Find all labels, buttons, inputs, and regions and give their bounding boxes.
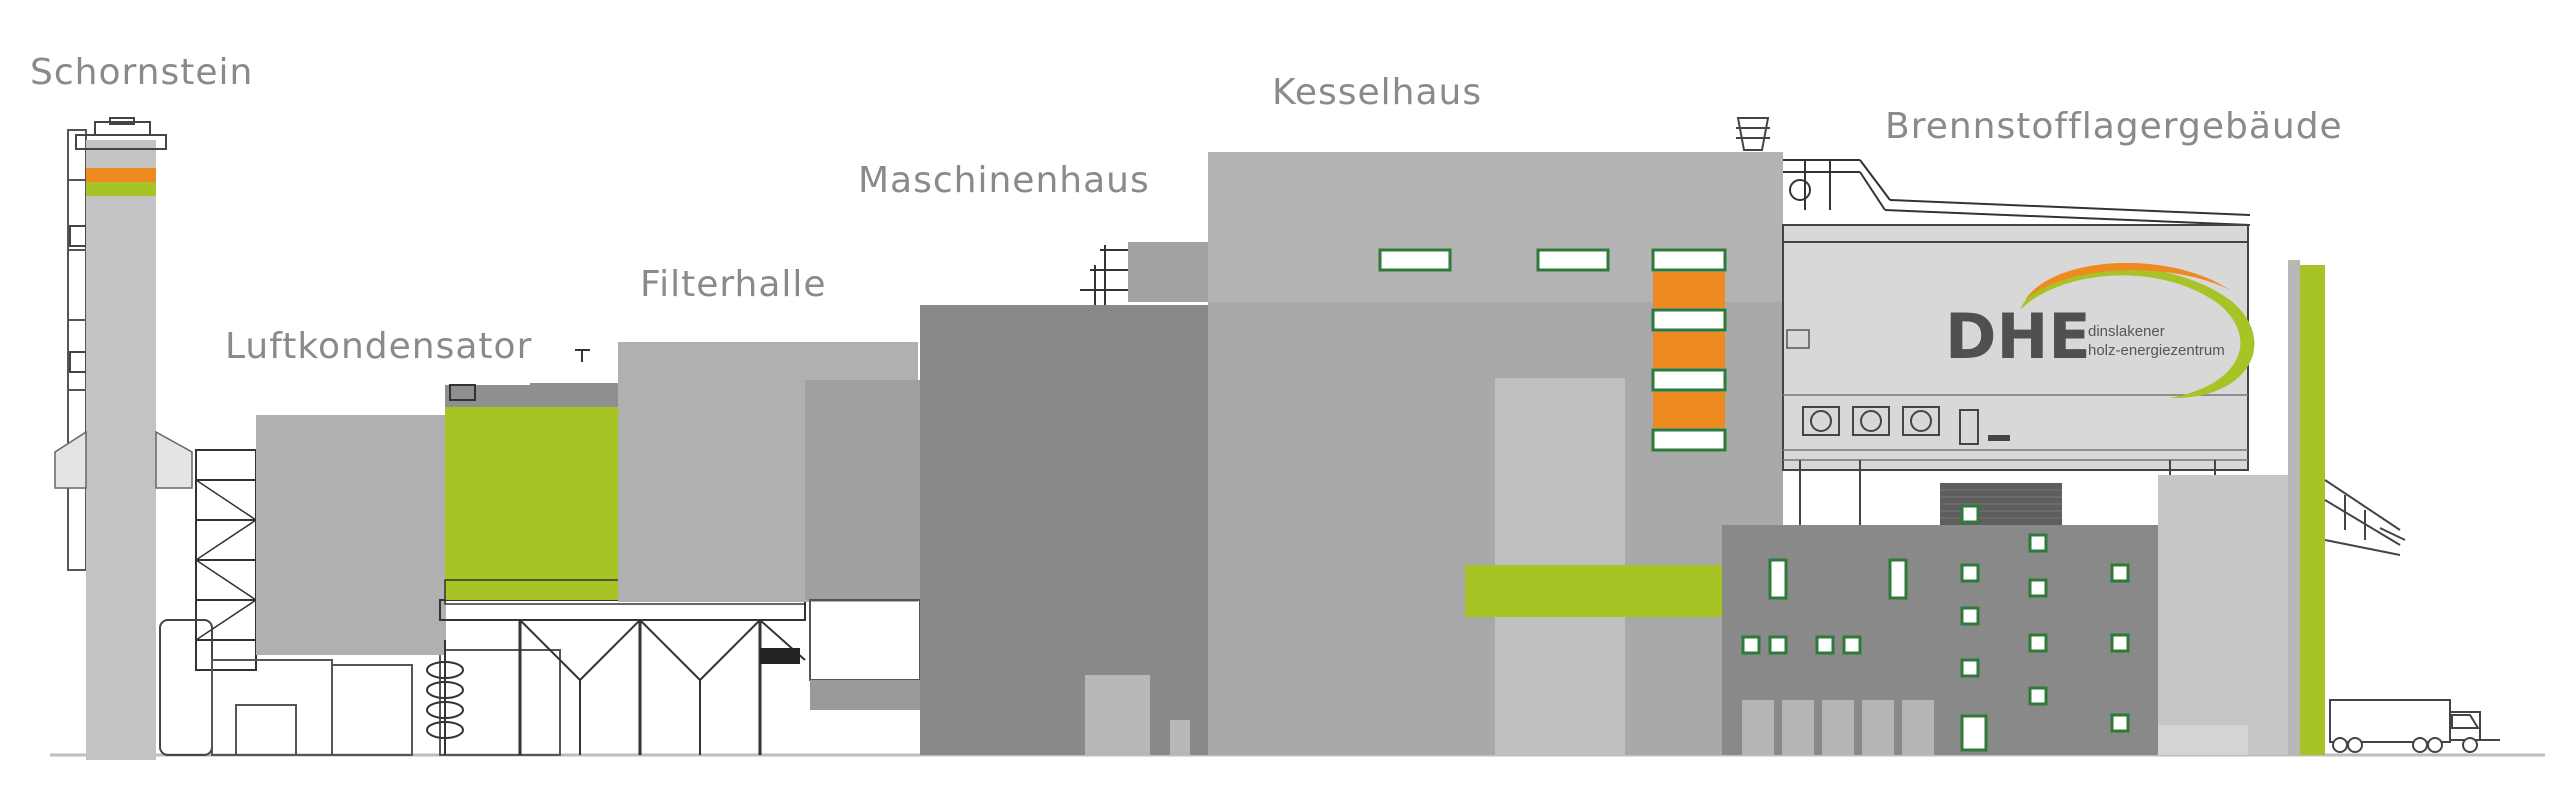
label-filterhalle: Filterhalle: [640, 264, 827, 305]
label-schornstein: Schornstein: [30, 52, 254, 93]
brennstofflagergebaeude: DHE dinslakener holz-energiezentrum: [1722, 159, 2500, 755]
dhe-logo-line1: dinslakener: [2088, 323, 2165, 340]
kesselhaus-green-band: [1465, 565, 1723, 617]
dhe-logo: DHE dinslakener holz-energiezentrum: [1945, 262, 2255, 399]
filterhalle: [575, 342, 925, 710]
label-maschinenhaus: Maschinenhaus: [858, 160, 1150, 201]
truck: [2329, 699, 2500, 753]
label-kesselhaus: Kesselhaus: [1272, 72, 1483, 113]
kesselhaus-window: [1536, 248, 1610, 272]
dhe-logo-mark: DHE: [1945, 300, 2091, 373]
dhe-logo-line2: holz-energiezentrum: [2088, 342, 2225, 359]
label-luftkondensator: Luftkondensator: [225, 326, 533, 367]
kesselhaus: [1208, 117, 1783, 755]
schornstein: [54, 117, 193, 760]
label-brennstofflager: Brennstofflagergebäude: [1885, 106, 2343, 147]
kesselhaus-window: [1378, 248, 1452, 272]
